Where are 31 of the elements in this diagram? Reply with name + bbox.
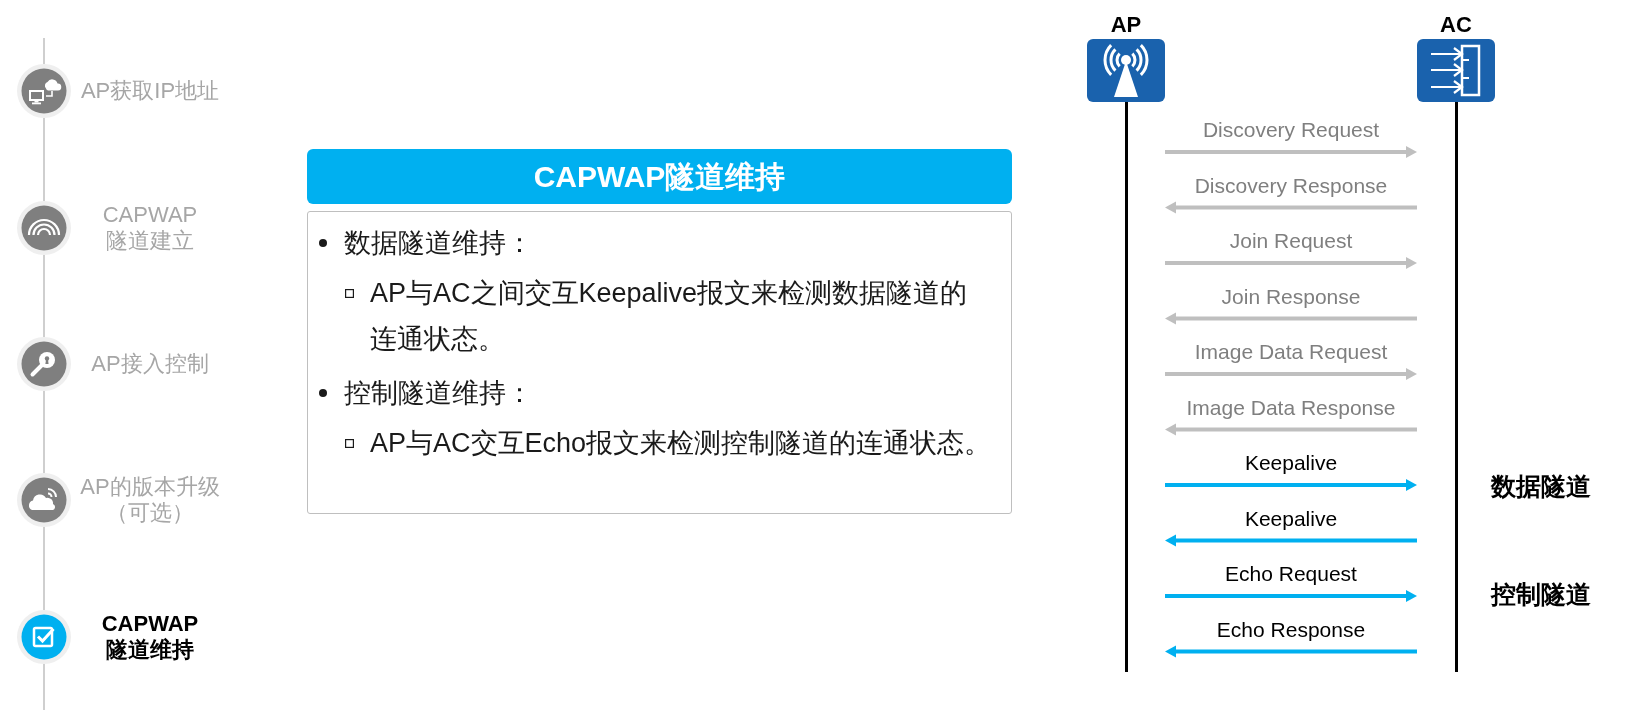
arrow bbox=[1165, 257, 1417, 269]
step-label: CAPWAP隧道维持 bbox=[100, 611, 200, 663]
arrow bbox=[1165, 368, 1417, 380]
arrow bbox=[1165, 146, 1417, 158]
arrow bbox=[1165, 534, 1417, 547]
arrow bbox=[1165, 590, 1417, 602]
text-box bbox=[307, 211, 1012, 514]
bullet-text: AP与AC之间交互Keepalive报文来检测数据隧道的连通状态。 bbox=[370, 277, 969, 356]
arrow bbox=[1165, 423, 1417, 436]
bullet-text: 控制隧道维持： bbox=[344, 377, 533, 410]
arrow bbox=[1165, 479, 1417, 491]
step-label: AP的版本升级（可选） bbox=[79, 474, 221, 526]
step-label: AP获取IP地址 bbox=[80, 78, 220, 104]
device-label: AP bbox=[1110, 12, 1142, 38]
arrow bbox=[1165, 312, 1417, 325]
step-label: CAPWAP隧道建立 bbox=[101, 202, 199, 254]
timeline-line bbox=[43, 526, 45, 611]
title-banner: CAPWAP隧道维持 bbox=[307, 149, 1012, 204]
device-label: AC bbox=[1440, 12, 1472, 38]
timeline-line bbox=[43, 254, 45, 338]
arrow bbox=[1165, 201, 1417, 214]
step-label: AP接入控制 bbox=[91, 351, 209, 377]
bullet-text: AP与AC交互Echo报文来检测控制隧道的连通状态。 bbox=[370, 427, 992, 460]
bullet-text: 数据隧道维持： bbox=[344, 227, 533, 260]
group-label: 数据隧道 bbox=[1491, 471, 1591, 501]
timeline-line bbox=[43, 390, 45, 474]
arrow bbox=[1165, 645, 1417, 658]
timeline-line bbox=[43, 37, 45, 65]
timeline-line bbox=[43, 663, 45, 711]
group-label: 控制隧道 bbox=[1491, 579, 1591, 609]
timeline-line bbox=[43, 117, 45, 202]
